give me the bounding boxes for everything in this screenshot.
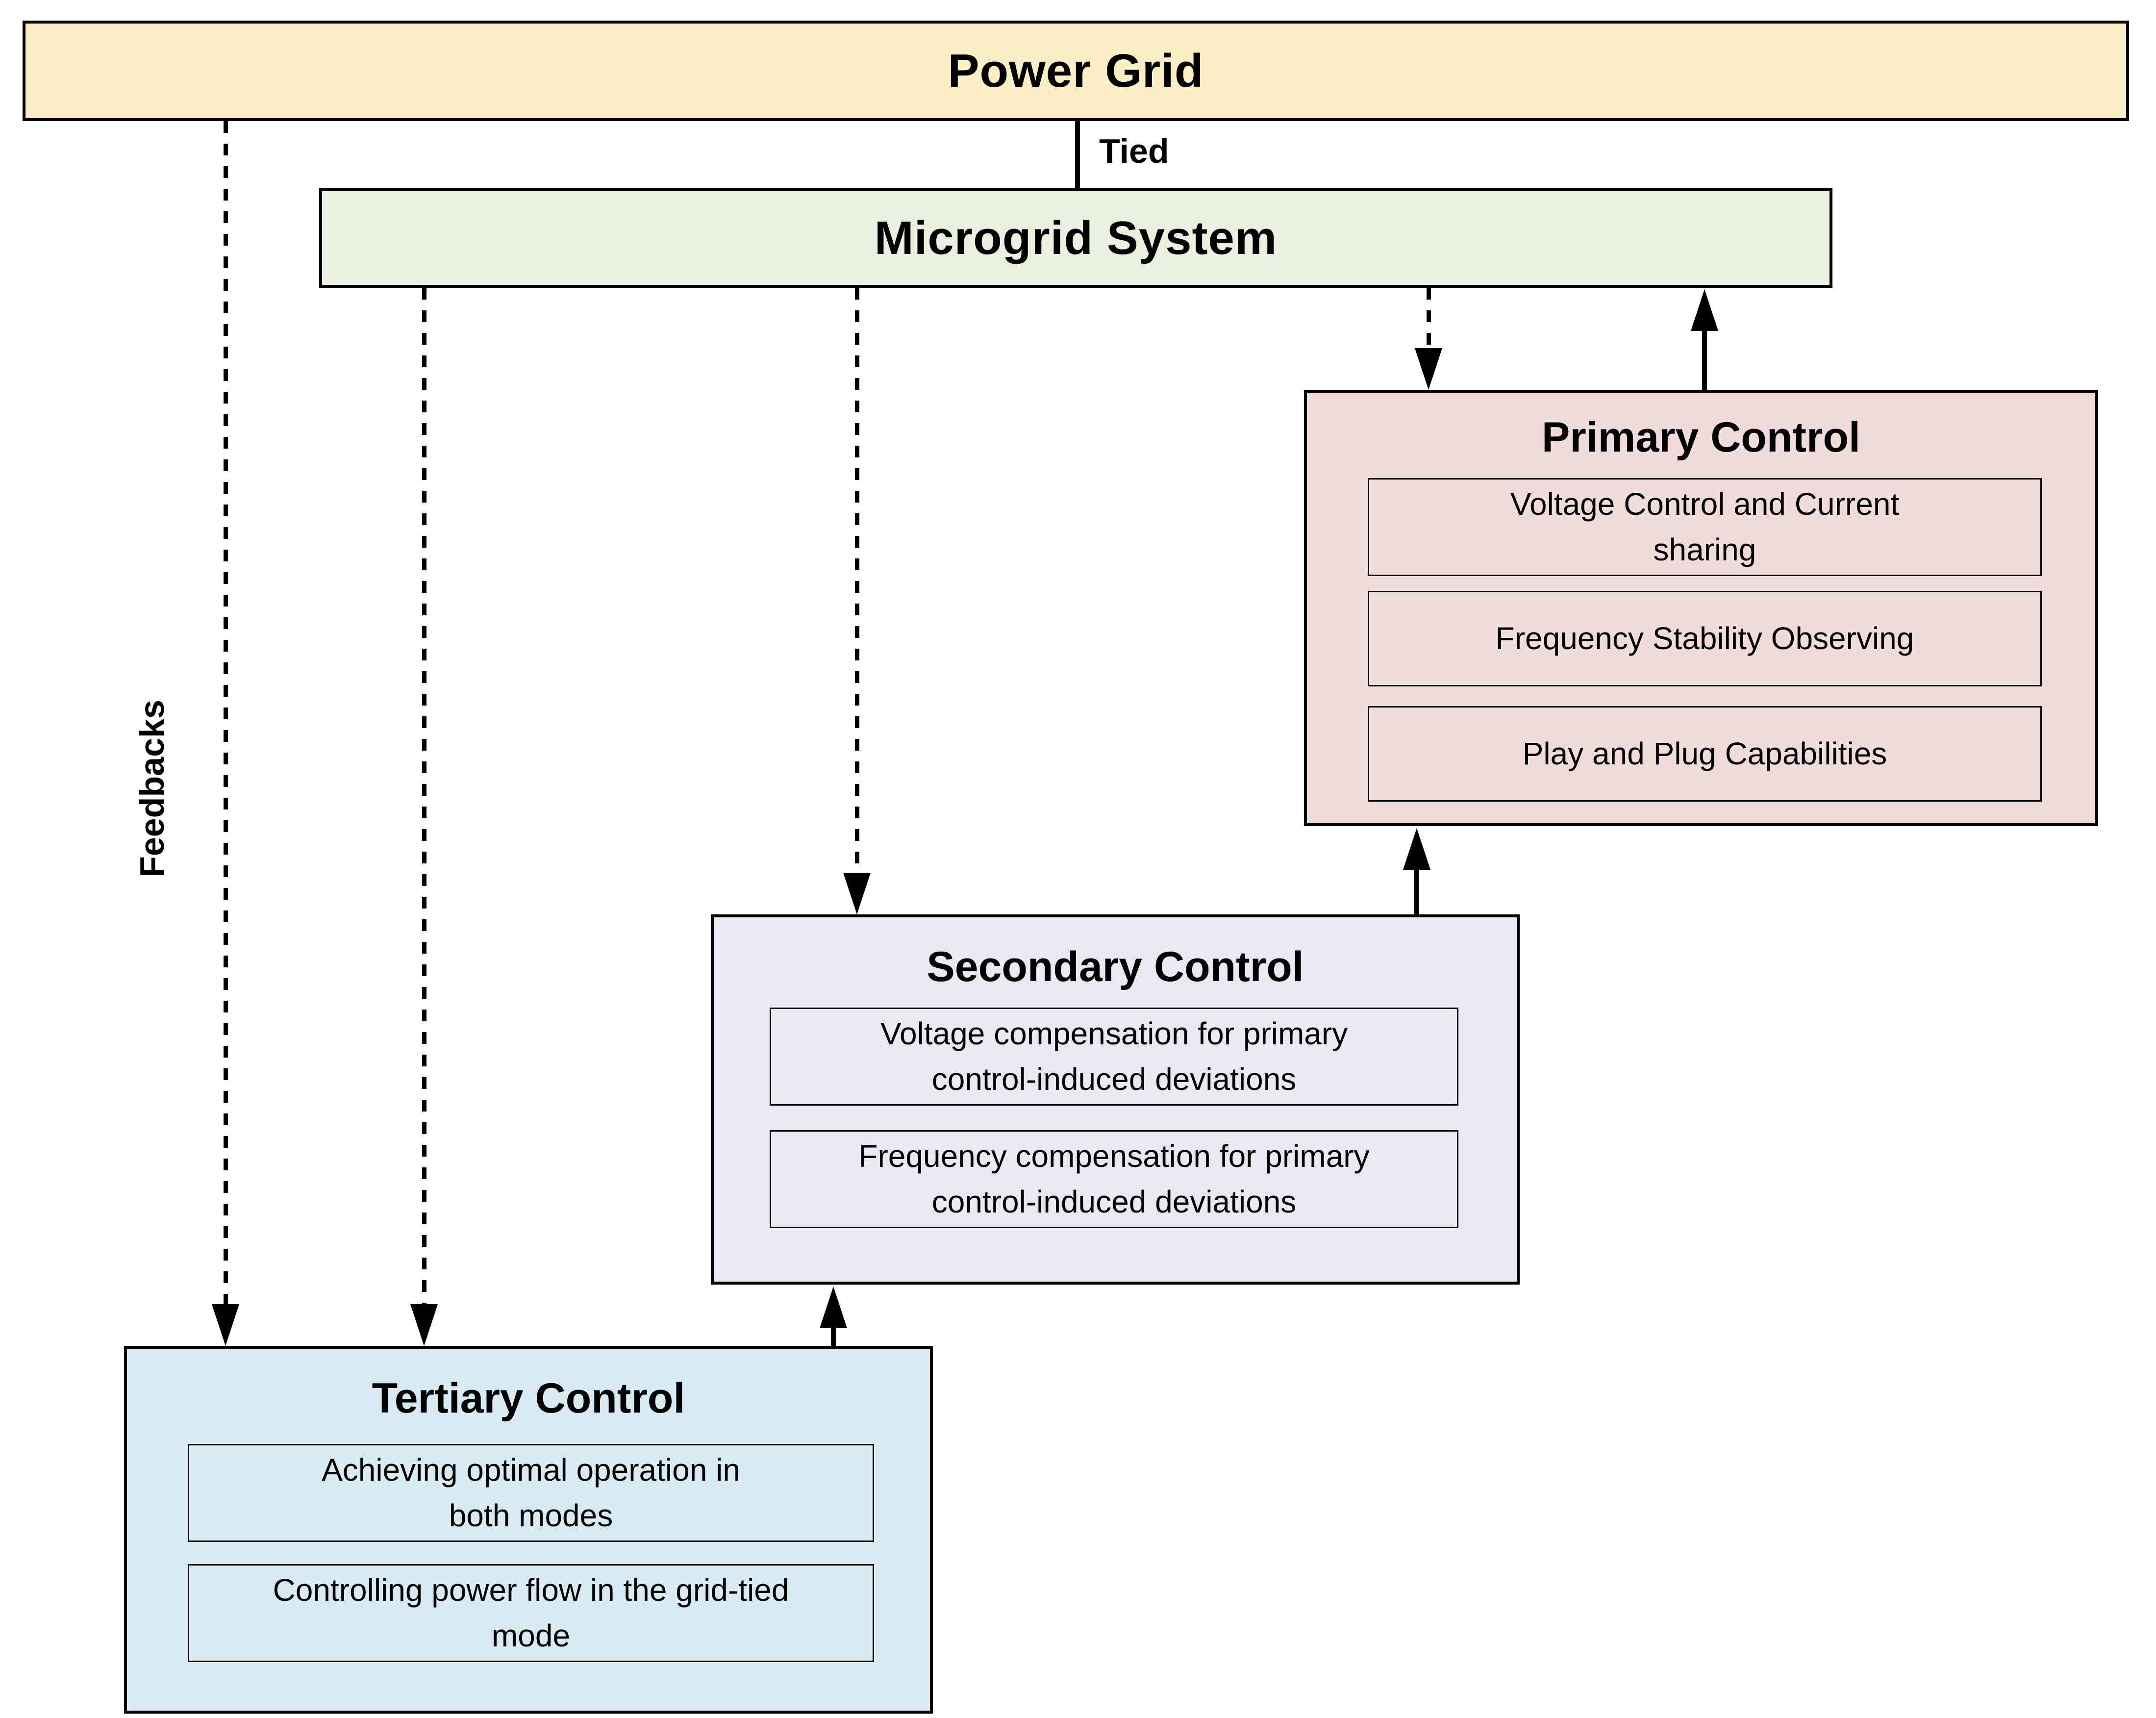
microgrid-system-label: Microgrid System	[874, 211, 1278, 264]
arrow-primary-to-microgrid-line	[1702, 328, 1707, 390]
secondary-control-box: Secondary Control Voltage compensation f…	[711, 914, 1520, 1285]
feedbacks-label: Feedbacks	[133, 700, 171, 877]
tied-label: Tied	[1099, 132, 1169, 170]
dashed-arrow-powergrid-to-tertiary-line	[224, 121, 228, 1304]
tertiary-control-box: Tertiary Control Achieving optimal opera…	[124, 1346, 933, 1714]
dashed-arrow-microgrid-to-tertiary-line	[422, 288, 426, 1304]
primary-item-frequency-stability-observing: Frequency Stability Observing	[1368, 591, 2042, 686]
secondary-control-title: Secondary Control	[927, 943, 1304, 990]
tertiary-control-title: Tertiary Control	[372, 1375, 685, 1422]
primary-control-box: Primary Control Voltage Control and Curr…	[1304, 390, 2098, 826]
dashed-arrow-microgrid-to-secondary-line	[855, 288, 859, 873]
dashed-arrow-microgrid-to-primary-arrowhead-icon	[1415, 348, 1442, 390]
primary-item-voltage-control-current-sharing: Voltage Control and Current sharing	[1368, 478, 2042, 576]
primary-item-play-and-plug-capabilities: Play and Plug Capabilities	[1368, 706, 2042, 802]
secondary-item-voltage-compensation: Voltage compensation for primary control…	[770, 1008, 1458, 1106]
arrow-secondary-to-primary-line	[1414, 866, 1419, 914]
microgrid-system-box: Microgrid System	[319, 188, 1832, 288]
arrow-tertiary-to-secondary-arrowhead-icon	[820, 1287, 847, 1328]
power-grid-box: Power Grid	[23, 21, 2129, 121]
power-grid-label: Power Grid	[948, 44, 1204, 97]
dashed-arrow-microgrid-to-secondary-arrowhead-icon	[843, 873, 871, 914]
dashed-arrow-microgrid-to-primary-line	[1427, 288, 1431, 348]
secondary-item-frequency-compensation: Frequency compensation for primary contr…	[770, 1130, 1458, 1228]
tertiary-item-power-flow-control: Controlling power flow in the grid-tied …	[188, 1564, 874, 1662]
tertiary-item-optimal-operation: Achieving optimal operation in both mode…	[188, 1444, 874, 1542]
arrow-primary-to-microgrid-arrowhead-icon	[1691, 289, 1718, 331]
primary-control-title: Primary Control	[1542, 414, 1860, 461]
dashed-arrow-microgrid-to-tertiary-arrowhead-icon	[410, 1304, 438, 1346]
dashed-arrow-powergrid-to-tertiary-arrowhead-icon	[212, 1304, 239, 1346]
arrow-tertiary-to-secondary-line	[831, 1320, 836, 1346]
tied-connector-line	[1075, 121, 1080, 188]
arrow-secondary-to-primary-arrowhead-icon	[1403, 828, 1430, 870]
